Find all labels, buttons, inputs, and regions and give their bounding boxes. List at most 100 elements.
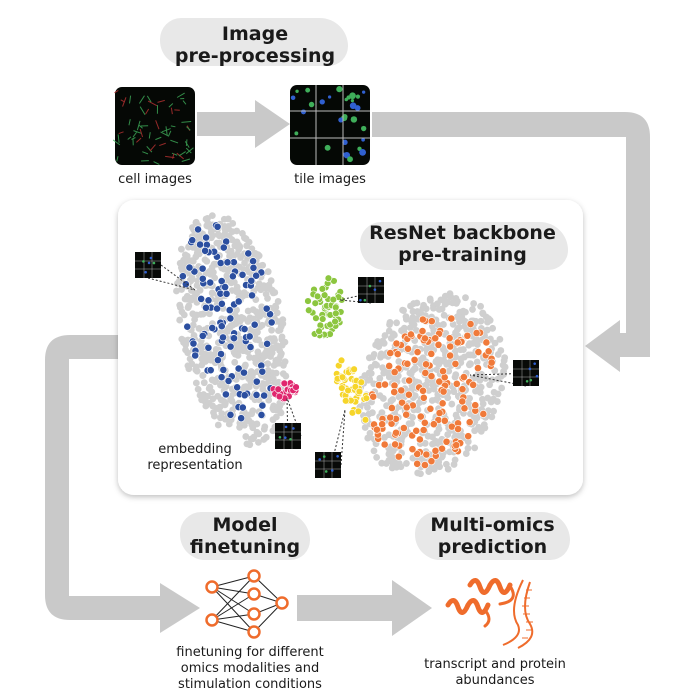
gray-point [429, 381, 436, 389]
orange-point [458, 397, 467, 406]
orange-point [387, 404, 396, 412]
nn-edge [211, 575, 255, 621]
orange-point [410, 355, 419, 364]
gray-point [192, 379, 200, 387]
gray-point [278, 333, 286, 341]
cell [305, 87, 311, 93]
gray-point [189, 310, 197, 318]
cell-stroke [149, 144, 156, 152]
orange-point [439, 367, 447, 376]
gray-point [209, 395, 217, 403]
cell [336, 86, 343, 93]
cell [294, 131, 299, 136]
yellow-point [357, 378, 365, 386]
blue-point [217, 299, 226, 308]
blue-point [202, 233, 211, 242]
nn-edge [211, 586, 255, 633]
gray-point [455, 313, 463, 321]
gray-point [249, 306, 257, 314]
orange-point [369, 392, 378, 401]
nn-edge [211, 613, 255, 621]
orange-point [392, 339, 401, 348]
nn-node [275, 596, 289, 610]
gray-point [185, 302, 193, 310]
gray-point [448, 400, 456, 408]
dashed-connector [286, 397, 302, 437]
gray-point [263, 348, 271, 356]
gray-point [272, 406, 280, 414]
cell-stroke [112, 139, 121, 146]
cell [284, 436, 287, 439]
gray-point [469, 340, 477, 347]
cell-stroke [127, 136, 132, 140]
orange-point [427, 372, 436, 381]
cell [349, 92, 356, 100]
gray-point [212, 346, 220, 353]
blue-point [222, 289, 231, 298]
orange-point [465, 418, 474, 427]
orange-point [399, 424, 408, 432]
gray-point [430, 304, 437, 312]
cell-stroke [139, 106, 146, 116]
cell-stroke [132, 131, 137, 138]
embedding-scatter [173, 212, 509, 478]
dashed-connector [339, 289, 385, 301]
green-point [319, 315, 327, 323]
dna-icon [502, 579, 534, 649]
gray-point [215, 232, 223, 240]
label-line: representation [147, 458, 243, 473]
gray-point [231, 358, 239, 366]
arrow-pretraining-to-finetuning [45, 335, 200, 633]
gray-point [196, 286, 204, 294]
gray-point [374, 338, 382, 345]
cell-images-label: cell images [118, 172, 192, 187]
orange-point [438, 444, 446, 453]
gray-point [432, 358, 440, 365]
gray-point [386, 321, 393, 328]
cell-stroke [161, 128, 171, 133]
gray-point [275, 355, 283, 363]
orange-point [427, 349, 436, 358]
gray-point [370, 447, 378, 455]
blue-point [201, 246, 210, 255]
blue-point [240, 391, 249, 400]
cell [378, 279, 382, 283]
blue-point [233, 383, 242, 392]
orange-point [412, 426, 421, 435]
gray-point [464, 444, 472, 452]
gray-point [423, 346, 431, 353]
gray-point [205, 353, 213, 361]
gray-point [395, 393, 403, 401]
orange-point [378, 420, 387, 429]
gray-point [373, 453, 381, 461]
title-line: Multi-omics [430, 514, 555, 536]
gray-point [387, 397, 395, 405]
orange-point [458, 385, 467, 394]
orange-point [404, 344, 412, 353]
cell [147, 261, 151, 265]
yellow-point [354, 407, 363, 416]
yellow-point [342, 397, 350, 405]
gray-point [490, 407, 497, 415]
cell-stroke [176, 92, 185, 98]
desc-line: transcript and protein [424, 657, 566, 672]
desc-line: omics modalities and [180, 661, 320, 676]
gray-point [444, 298, 452, 306]
cell [533, 362, 536, 365]
orange-point [407, 330, 415, 339]
gray-point [462, 450, 470, 457]
flow-arrows [45, 100, 650, 636]
orange-point [438, 399, 447, 408]
cell-stroke [182, 100, 187, 105]
gray-point [240, 289, 248, 297]
orange-point [484, 347, 493, 356]
cell [528, 367, 532, 371]
blue-point [245, 332, 254, 341]
gray-point [473, 358, 481, 366]
orange-point [446, 351, 455, 360]
gray-point [229, 321, 237, 329]
gray-point [176, 316, 184, 324]
cell-stroke [131, 137, 136, 140]
gray-point [379, 395, 387, 402]
gray-point [185, 365, 193, 373]
